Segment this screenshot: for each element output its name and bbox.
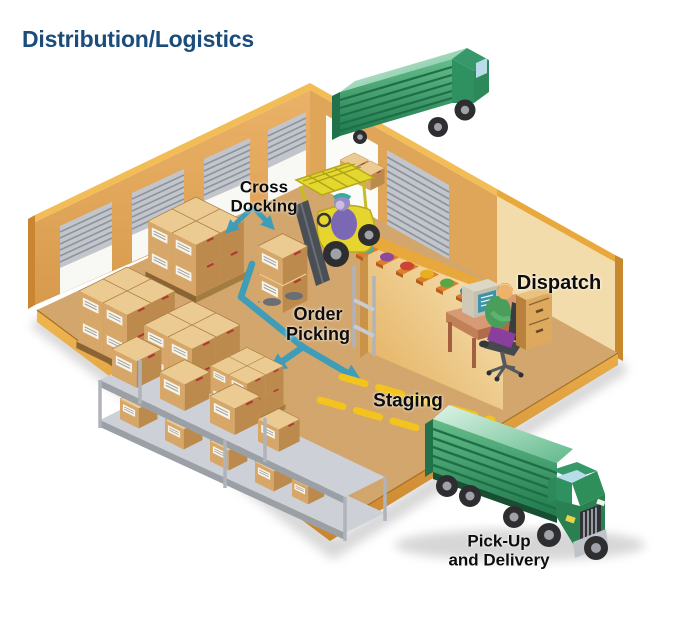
label-staging: Staging xyxy=(373,390,443,412)
dispatch-desk-area xyxy=(446,279,552,382)
picking-shelf-wall xyxy=(352,232,503,410)
outbound-truck xyxy=(395,405,645,561)
steering-wheel xyxy=(316,212,332,228)
label-dispatch: Dispatch xyxy=(516,272,602,294)
label-pickup-delivery: Pick-Up and Delivery xyxy=(448,531,550,569)
file-cabinet xyxy=(516,287,552,350)
outbound-truck-wheels xyxy=(436,475,608,560)
outbound-truck-headlight xyxy=(565,514,576,524)
inbound-truck xyxy=(332,48,489,144)
label-cross-docking: Cross Docking xyxy=(230,177,298,215)
flow-path xyxy=(237,260,307,351)
rack-posts xyxy=(98,360,387,541)
flow-arrow-to-staging xyxy=(299,343,363,382)
inbound-truck-windshield xyxy=(476,58,487,78)
cross-docking-arrow-left xyxy=(224,204,256,234)
forklift xyxy=(256,162,380,315)
forklift-load xyxy=(256,232,309,315)
forklift-operator xyxy=(331,193,357,240)
dock-door-1 xyxy=(59,202,113,294)
page-title: Distribution/Logistics xyxy=(22,26,254,52)
label-order-picking: Order Picking xyxy=(285,304,351,344)
storage-rack xyxy=(98,335,387,541)
picking-end-frame xyxy=(352,266,376,356)
dispatch-wall xyxy=(497,189,623,361)
cross-docking-arrow-right xyxy=(250,204,275,231)
office-worker xyxy=(479,283,516,348)
outbound-truck-cab xyxy=(548,462,608,558)
